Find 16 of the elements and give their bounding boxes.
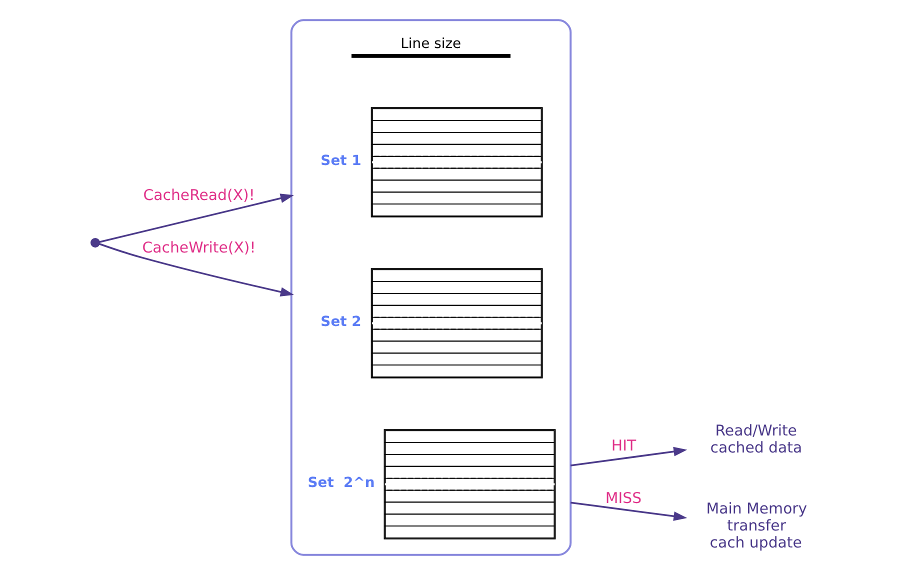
- edge-label: CacheRead(X)!: [142, 186, 254, 204]
- cluster: [290, 19, 572, 556]
- node-label: Set 2^n: [307, 474, 374, 491]
- node-text: Read/Write cached data: [710, 422, 802, 456]
- arrow: [570, 502, 687, 521]
- node-label: Set 1: [320, 152, 361, 169]
- node-text: Main Memory transfer cach update: [706, 500, 807, 552]
- edge-label: CacheWrite(X)!: [142, 238, 256, 257]
- edge-label: HIT: [610, 436, 636, 454]
- edge-label: MISS: [604, 489, 642, 508]
- node-circle: [90, 238, 100, 248]
- arrow: [98, 243, 294, 297]
- arrow: [98, 194, 294, 243]
- node-label: Set 2: [320, 314, 361, 330]
- label: Line size: [400, 36, 461, 52]
- arrow: [570, 446, 687, 466]
